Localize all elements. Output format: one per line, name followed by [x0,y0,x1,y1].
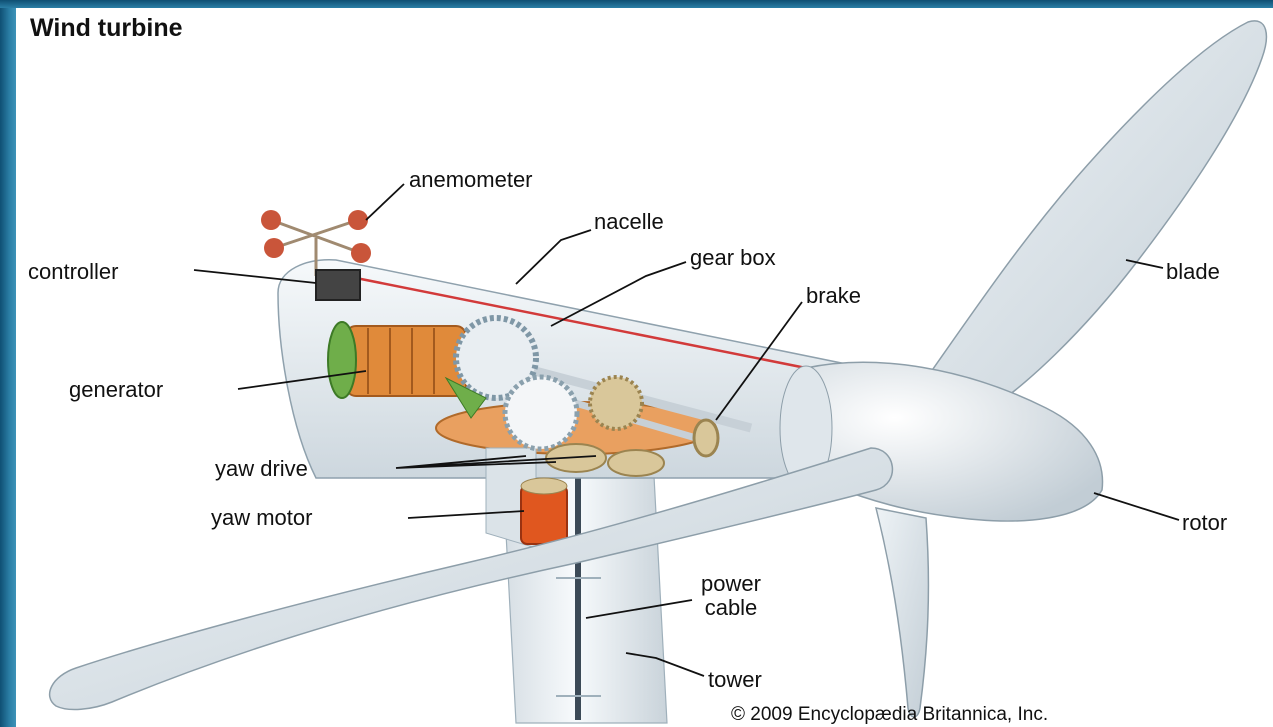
generator-rim-shape [328,322,356,398]
label-blade: blade [1166,260,1220,284]
leader-rotor [1094,493,1179,520]
controller-box-shape [316,270,360,300]
wind-turbine-illustration [16,8,1273,727]
leader-anemometer [366,184,404,220]
frame-top-border [0,0,1273,8]
frame-left-border [0,0,16,727]
generator-shape [346,326,466,396]
copyright-notice: © 2009 Encyclopædia Britannica, Inc. [731,704,1048,726]
label-power-cable-line2: cable [676,596,786,620]
upper-blade-shape [921,21,1266,418]
label-generator: generator [69,378,163,402]
label-anemometer: anemometer [409,168,533,192]
lower-blade-shape [876,508,928,717]
label-power-cable: power cable [676,572,786,620]
brake-disc-shape [694,420,718,456]
label-tower: tower [708,668,762,692]
label-yaw-motor: yaw motor [211,506,312,530]
label-yaw-drive: yaw drive [215,457,308,481]
diagram-title: Wind turbine [30,14,183,43]
diagram-panel: Wind turbine anemometer nacelle gear box… [16,8,1273,727]
label-nacelle: nacelle [594,210,664,234]
label-power-cable-line1: power [676,572,786,596]
label-rotor: rotor [1182,511,1227,535]
gearbox-gear-gold [590,377,642,429]
leader-nacelle [516,230,591,284]
yaw-drive-gear-2 [608,450,664,476]
yaw-motor-cap [521,478,567,494]
label-gear-box: gear box [690,246,776,270]
gearbox-gear-lower [505,377,577,449]
label-controller: controller [28,260,118,284]
yaw-motor-shape [521,486,567,544]
label-brake: brake [806,284,861,308]
